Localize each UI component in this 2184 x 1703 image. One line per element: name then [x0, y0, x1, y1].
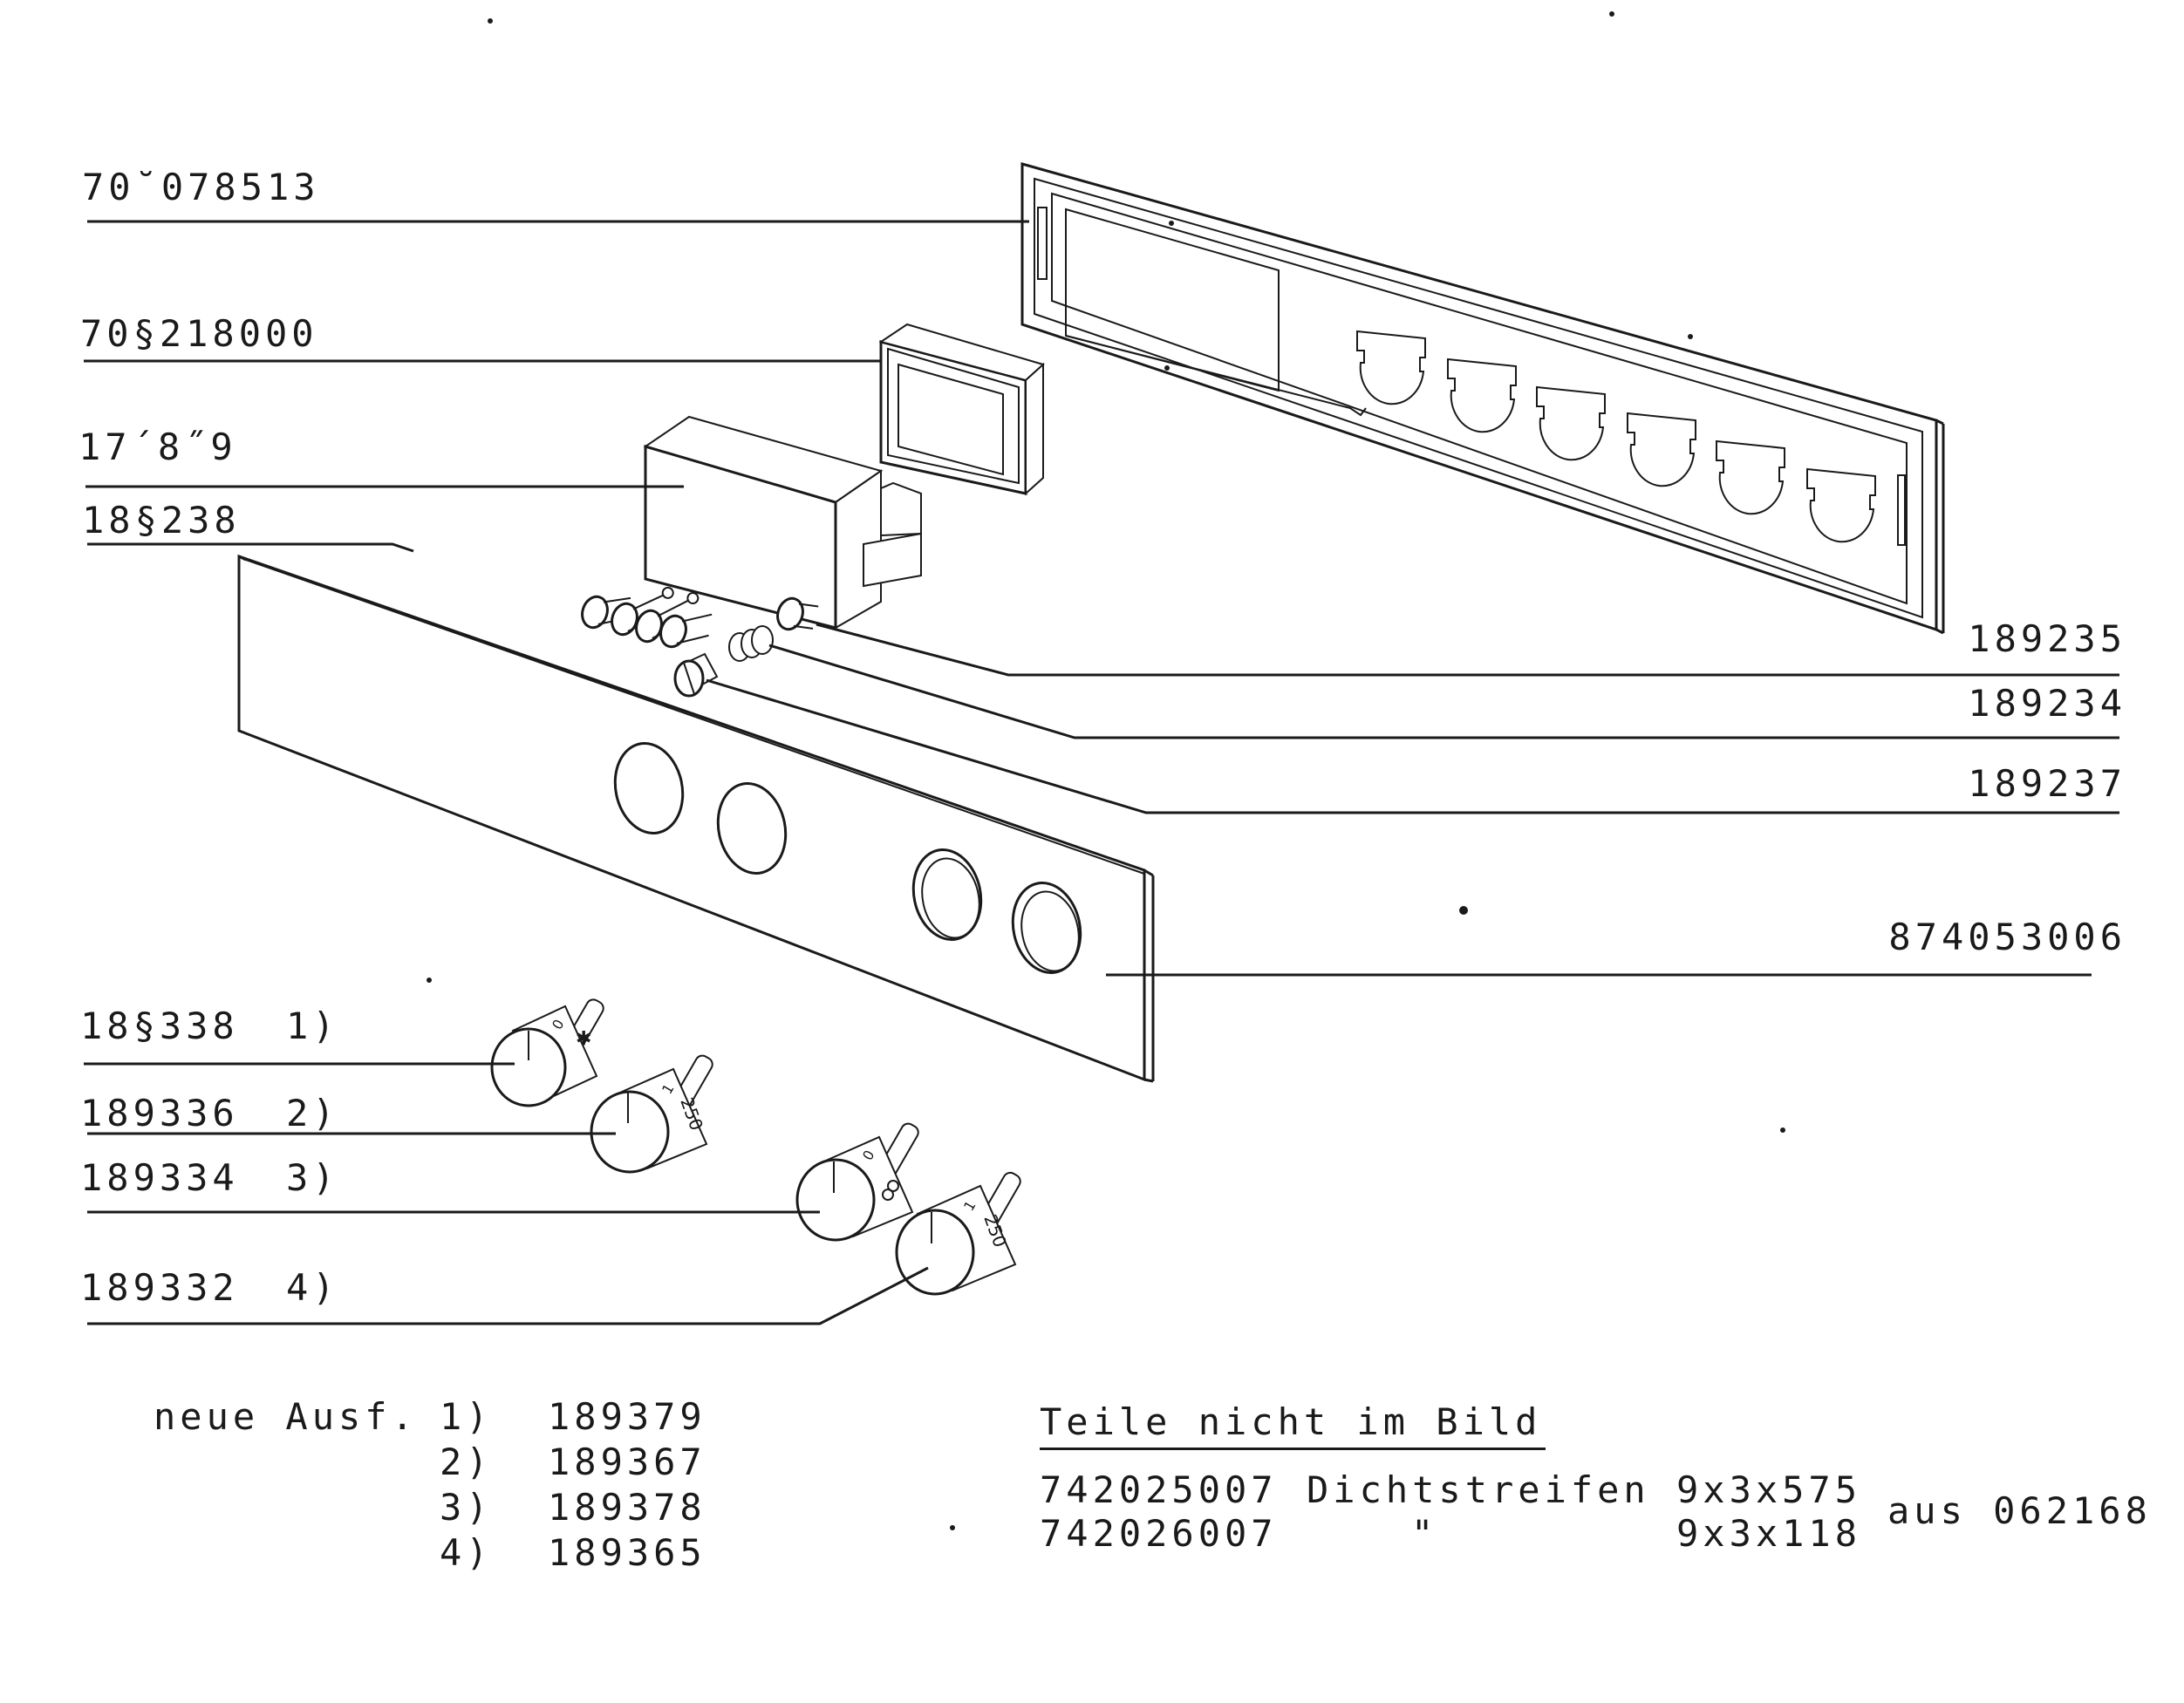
label-knob-1: 18§338: [80, 1005, 239, 1047]
not-shown-source: aus 062168: [1887, 1489, 2152, 1532]
leader-k4: [87, 1266, 929, 1325]
label-knob-2: 189336: [80, 1092, 239, 1134]
label-part-189237: 189237: [1968, 762, 2126, 805]
display-window: [878, 323, 1045, 496]
small-knob: [673, 652, 719, 698]
not-shown-part: 742025007: [1040, 1468, 1278, 1511]
label-part-buttons: 18§238: [82, 499, 241, 542]
not-shown-desc: ": [1411, 1512, 1438, 1555]
new-version-part: 189367: [548, 1441, 706, 1483]
new-version-ref: 1): [440, 1395, 493, 1438]
control-knob-3: 0: [795, 1122, 919, 1242]
label-part-189234: 189234: [1968, 682, 2126, 725]
clip-springs: [728, 625, 774, 662]
leader-lines: [84, 220, 2119, 1325]
control-knob-2: 1 250: [590, 1054, 713, 1174]
label-part-module: 17´8˝9: [78, 426, 237, 468]
new-version-part: 189365: [548, 1531, 706, 1574]
new-version-ref: 4): [440, 1531, 493, 1574]
label-knob-2-ref: 2): [286, 1092, 339, 1134]
leader-p4: [87, 542, 414, 553]
label-part-window: 70§218000: [80, 312, 318, 355]
label-knob-3-ref: 3): [286, 1156, 339, 1199]
title-underline: [1040, 1448, 1546, 1450]
new-version-title: neue Ausf.: [154, 1395, 418, 1438]
push-buttons: [581, 586, 819, 649]
new-version-ref: 2): [440, 1441, 493, 1483]
new-version-ref: 3): [440, 1486, 493, 1529]
label-part-189235: 189235: [1968, 617, 2126, 660]
parts-not-shown-title: Teile nicht im Bild: [1040, 1400, 1542, 1443]
label-part-frame: 70˘078513: [82, 166, 320, 208]
front-panel: [237, 554, 1155, 1083]
label-knob-4-ref: 4): [286, 1266, 339, 1309]
leader-p7: [706, 678, 2119, 814]
new-version-part: 189378: [548, 1486, 706, 1529]
frame-cutouts: [1356, 330, 1876, 543]
leader-p5: [816, 623, 2119, 677]
not-shown-desc: Dichtstreifen: [1307, 1468, 1650, 1511]
display-module: [643, 415, 922, 630]
control-knob-4: 1 250: [895, 1171, 1021, 1296]
panel-knob-holes: [613, 742, 1082, 974]
label-knob-4: 189332: [80, 1266, 239, 1309]
not-shown-size: 9x3x575: [1676, 1468, 1862, 1511]
scan-specks: [427, 11, 1785, 1530]
label-knob-1-ref: 1): [286, 1005, 339, 1047]
not-shown-part: 742026007: [1040, 1512, 1278, 1555]
label-part-front-panel: 874053006: [1888, 916, 2126, 958]
frame-panel: [1020, 162, 1945, 635]
new-version-part: 189379: [548, 1395, 706, 1438]
control-knob-1: 0 ✱: [490, 998, 604, 1107]
label-knob-3: 189334: [80, 1156, 239, 1199]
leader-p6: [768, 644, 2119, 739]
not-shown-size: 9x3x118: [1676, 1512, 1862, 1555]
svg-text:✱: ✱: [576, 1028, 591, 1050]
